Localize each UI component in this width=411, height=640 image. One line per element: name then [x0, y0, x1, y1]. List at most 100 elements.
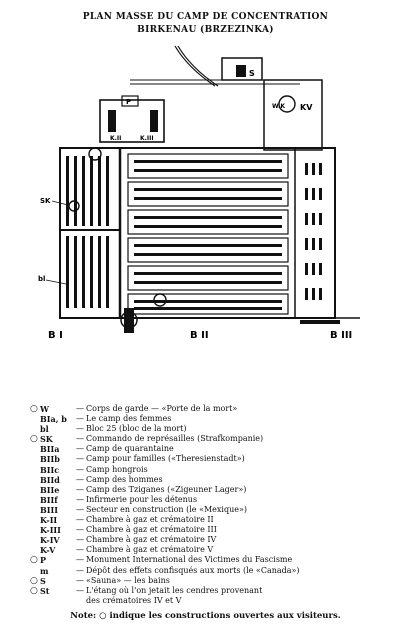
legend-mark-icon [30, 566, 40, 576]
legend-dash: — [76, 515, 84, 525]
legend-mark-icon [30, 596, 40, 606]
legend-code: BIIa [40, 444, 60, 455]
legend-item: BIII—Secteur en construction (le «Mexiqu… [30, 505, 400, 515]
legend-mark-icon [30, 515, 40, 525]
map-title: PLAN MASSE DU CAMP DE CONCENTRATION [82, 12, 329, 22]
legend-mark-icon: ○ [30, 585, 38, 596]
legend-dash: — [76, 444, 84, 454]
label-s: S [249, 69, 255, 78]
legend-code: BIIc [40, 464, 60, 475]
legend-description: Dépôt des effets confisqués aux morts (l… [86, 565, 300, 575]
map-subtitle: BIRKENAU (BRZEZINKA) [137, 25, 274, 35]
b2-subcamps [127, 153, 289, 315]
legend-description: Chambre à gaz et crématoire IV [86, 535, 217, 545]
legend-code: P [40, 555, 47, 566]
crematoria-area [99, 99, 165, 143]
legend-mark-icon: ○ [30, 575, 38, 586]
note-text: indique les constructions ouvertes aux v… [109, 611, 341, 621]
camp-plan-map: S W.K KV P K.II K.III SK bl [38, 45, 360, 341]
legend-description: Bloc 25 (bloc de la mort) [86, 424, 187, 434]
legend-code: K-V [40, 545, 56, 556]
b3-bottom-bar [300, 320, 340, 324]
label-b3: B III [330, 330, 352, 341]
legend-item: des crématoires IV et V [30, 596, 400, 606]
legend-mark-icon [30, 535, 40, 545]
legend-dash: — [76, 535, 84, 545]
legend-dash: — [76, 545, 84, 555]
sauna-building [236, 65, 246, 77]
legend-mark-icon [30, 505, 40, 515]
legend-dash: — [76, 484, 84, 494]
legend-dash: — [76, 504, 84, 514]
legend-description: Camp de quarantaine [86, 444, 174, 454]
legend-code: BIIb [40, 454, 60, 465]
legend-code: m [40, 565, 49, 576]
b2-barrack-rows [134, 160, 282, 310]
legend-item: BIIb —Camp pour familles («Theresienstadt… [30, 454, 400, 464]
k-v-area [263, 79, 323, 151]
legend-dash [74, 596, 86, 606]
monument-p-box [121, 95, 139, 107]
b1-barracks [66, 156, 109, 308]
legend-item: ○W—Corps de garde — «Porte de la mort» [30, 404, 400, 414]
legend-dash: — [76, 454, 84, 464]
legend-code: St [40, 585, 50, 596]
legend-code: BIII [40, 504, 58, 515]
legend-code: S [40, 575, 46, 586]
w-gate-circle-icon [88, 147, 102, 161]
k2-building [108, 110, 116, 132]
legend-item: bl—Bloc 25 (bloc de la mort) [30, 424, 400, 434]
note-circle-icon: ○ [99, 611, 107, 621]
legend-dash: — [76, 404, 84, 413]
label-sk: SK [40, 197, 51, 205]
legend-description: Commando de représailles (Strafkompanie) [86, 434, 264, 444]
legend-item: BIIc—Camp hongrois [30, 465, 400, 475]
main-gate-circle-icon [120, 311, 138, 329]
legend-dash: — [76, 555, 84, 565]
legend-code: K-III [40, 525, 61, 536]
legend-code: BIa, b [40, 414, 67, 425]
label-b1: B I [48, 330, 63, 341]
sk-circle-icon [68, 200, 80, 212]
legend-item: K-II—Chambre à gaz et crématoire II [30, 515, 400, 525]
b2-circle-icon [153, 293, 167, 307]
label-kv: KV [300, 103, 313, 112]
legend-dash: — [76, 414, 84, 424]
legend-dash: — [76, 434, 84, 444]
legend-item: K-V —Chambre à gaz et crématoire V [30, 545, 400, 555]
legend-description: Chambre à gaz et crématoire III [86, 525, 217, 535]
legend-mark-icon [30, 475, 40, 485]
legend-list: ○W—Corps de garde — «Porte de la mort»BI… [30, 404, 400, 606]
legend-description: L'étang où l'on jetait les cendres prove… [86, 585, 263, 595]
legend-description: Chambre à gaz et crématoire V [86, 545, 214, 555]
legend-mark-icon [30, 424, 40, 434]
legend-mark-icon [30, 485, 40, 495]
footnote: Note: ○ indique les constructions ouvert… [0, 611, 411, 621]
legend-dash: — [76, 424, 84, 434]
legend-description: Chambre à gaz et crématoire II [86, 515, 214, 525]
label-wk: W.K [272, 103, 285, 110]
legend-dash: — [76, 585, 84, 595]
legend-code [40, 596, 74, 606]
legend-description: Camp hongrois [86, 464, 148, 474]
legend-item: BIIe —Camp des Tziganes («Zigeuner Lager»… [30, 485, 400, 495]
rail-track-curve-2 [177, 45, 219, 87]
legend-item: ○SK—Commando de représailles (Strafkompa… [30, 434, 400, 444]
legend-item: ○St —L'étang où l'on jetait les cendres p… [30, 586, 400, 596]
legend-dash: — [76, 565, 84, 575]
legend-dash: — [76, 494, 84, 504]
legend-description: Camp pour familles («Theresienstadt») [86, 454, 245, 464]
camp-outline [59, 147, 336, 319]
note-label: Note: [70, 611, 97, 621]
label-k2: K.II [110, 135, 121, 142]
legend-code: BIIe [40, 484, 60, 495]
legend-mark-icon [30, 414, 40, 424]
legend-description: Camp des Tziganes («Zigeuner Lager») [86, 484, 247, 494]
k3-building [150, 110, 158, 132]
wk-circle-icon [278, 95, 296, 113]
legend-code: K-IV [40, 535, 60, 546]
legend-item: ○S—«Sauna» — les bains [30, 576, 400, 586]
legend-item: BIIf—Infirmerie pour les détenus [30, 495, 400, 505]
legend-dash: — [76, 525, 84, 535]
legend-code: BIId [40, 474, 60, 485]
